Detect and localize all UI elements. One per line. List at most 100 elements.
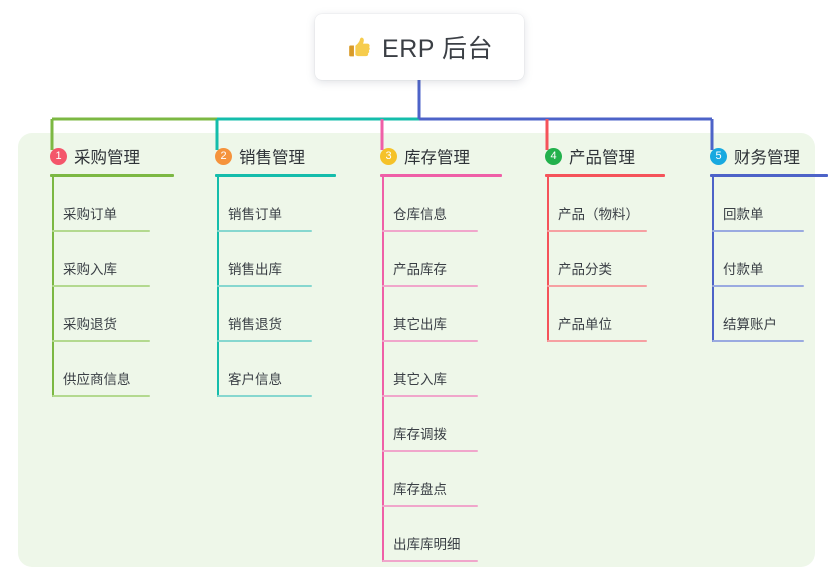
column-items: 产品（物料） 产品分类产品单位 — [523, 177, 683, 342]
column-underline — [50, 174, 174, 177]
list-item[interactable]: 产品单位 — [523, 287, 683, 342]
column-5: 5 财务管理回款单付款单结算账户 — [688, 144, 838, 342]
list-item-label: 销售订单 — [228, 207, 282, 222]
column-underline — [215, 174, 336, 177]
list-item[interactable]: 采购订单 — [28, 177, 178, 232]
column-items: 仓库信息产品库存其它出库其它入库库存调拨库存盘点出库库明细 — [358, 177, 508, 562]
list-item-label: 其它入库 — [393, 372, 447, 387]
list-item[interactable]: 产品库存 — [358, 232, 508, 287]
column-header-5[interactable]: 5 财务管理 — [688, 144, 838, 168]
list-item-underline — [52, 340, 150, 342]
list-item-underline — [52, 285, 150, 287]
column-header-3[interactable]: 3 库存管理 — [358, 144, 508, 168]
list-item-underline — [712, 340, 804, 342]
list-item[interactable]: 销售订单 — [193, 177, 343, 232]
list-item-underline — [547, 340, 647, 342]
column-4: 4 产品管理产品（物料） 产品分类产品单位 — [523, 144, 683, 342]
column-spine — [547, 177, 549, 342]
column-underline — [710, 174, 828, 177]
list-item[interactable]: 销售出库 — [193, 232, 343, 287]
column-index-badge: 1 — [50, 147, 67, 165]
list-item[interactable]: 付款单 — [688, 232, 838, 287]
list-item-label: 回款单 — [723, 207, 764, 222]
list-item[interactable]: 出库库明细 — [358, 507, 508, 562]
list-item-underline — [217, 230, 312, 232]
column-1: 1 采购管理采购订单采购入库采购退货供应商信息 — [28, 144, 178, 397]
root-node-title: ERP 后台 — [382, 35, 493, 63]
list-item-label: 销售出库 — [228, 262, 282, 277]
list-item-label: 其它出库 — [393, 317, 447, 332]
diagram-background-panel — [18, 133, 815, 567]
column-title: 财务管理 — [734, 149, 800, 167]
list-item[interactable]: 客户信息 — [193, 342, 343, 397]
list-item-underline — [712, 230, 804, 232]
list-item-underline — [217, 285, 312, 287]
column-items: 采购订单采购入库采购退货供应商信息 — [28, 177, 178, 397]
column-underline — [545, 174, 665, 177]
list-item-underline — [52, 230, 150, 232]
list-item-label: 仓库信息 — [393, 207, 447, 222]
list-item-underline — [382, 285, 478, 287]
column-3: 3 库存管理仓库信息产品库存其它出库其它入库库存调拨库存盘点出库库明细 — [358, 144, 508, 562]
list-item-underline — [382, 560, 478, 562]
list-item[interactable]: 销售退货 — [193, 287, 343, 342]
list-item-label: 产品单位 — [558, 317, 612, 332]
list-item[interactable]: 其它入库 — [358, 342, 508, 397]
list-item-label: 采购订单 — [63, 207, 117, 222]
list-item-label: 产品库存 — [393, 262, 447, 277]
column-underline — [380, 174, 502, 177]
column-title: 销售管理 — [239, 149, 305, 167]
list-item[interactable]: 产品（物料） — [523, 177, 683, 232]
list-item[interactable]: 结算账户 — [688, 287, 838, 342]
list-item-label: 客户信息 — [228, 372, 282, 387]
list-item[interactable]: 回款单 — [688, 177, 838, 232]
column-header-1[interactable]: 1 采购管理 — [28, 144, 178, 168]
column-items: 销售订单销售出库销售退货客户信息 — [193, 177, 343, 397]
list-item-label: 采购退货 — [63, 317, 117, 332]
list-item[interactable]: 采购退货 — [28, 287, 178, 342]
list-item[interactable]: 库存调拨 — [358, 397, 508, 452]
list-item[interactable]: 供应商信息 — [28, 342, 178, 397]
list-item-label: 出库库明细 — [393, 537, 461, 552]
list-item-label: 产品（物料） — [558, 207, 639, 222]
list-item-label: 采购入库 — [63, 262, 117, 277]
list-item-underline — [382, 505, 478, 507]
list-item-underline — [217, 340, 312, 342]
column-spine — [217, 177, 219, 397]
column-spine — [52, 177, 54, 397]
list-item-underline — [382, 340, 478, 342]
list-item-underline — [547, 230, 647, 232]
column-header-4[interactable]: 4 产品管理 — [523, 144, 683, 168]
list-item-underline — [382, 450, 478, 452]
column-spine — [712, 177, 714, 342]
column-2: 2 销售管理销售订单销售出库销售退货客户信息 — [193, 144, 343, 397]
list-item-label: 库存盘点 — [393, 482, 447, 497]
list-item-label: 结算账户 — [723, 317, 777, 332]
column-spine — [382, 177, 384, 562]
column-index-badge: 3 — [380, 147, 397, 165]
list-item[interactable]: 采购入库 — [28, 232, 178, 287]
list-item[interactable]: 仓库信息 — [358, 177, 508, 232]
column-title: 采购管理 — [74, 149, 140, 167]
column-index-badge: 5 — [710, 147, 727, 165]
list-item-underline — [217, 395, 312, 397]
list-item-underline — [52, 395, 150, 397]
list-item-label: 产品分类 — [558, 262, 612, 277]
column-index-badge: 4 — [545, 147, 562, 165]
column-header-2[interactable]: 2 销售管理 — [193, 144, 343, 168]
list-item[interactable]: 其它出库 — [358, 287, 508, 342]
list-item-underline — [712, 285, 804, 287]
list-item-underline — [547, 285, 647, 287]
column-index-badge: 2 — [215, 147, 232, 165]
list-item[interactable]: 库存盘点 — [358, 452, 508, 507]
column-title: 库存管理 — [404, 149, 470, 167]
thumbs-up-icon — [349, 37, 370, 57]
list-item-underline — [382, 395, 478, 397]
list-item-underline — [382, 230, 478, 232]
list-item-label: 销售退货 — [228, 317, 282, 332]
list-item[interactable]: 产品分类 — [523, 232, 683, 287]
list-item-label: 供应商信息 — [63, 372, 131, 387]
column-title: 产品管理 — [569, 149, 635, 167]
list-item-label: 付款单 — [723, 262, 764, 277]
